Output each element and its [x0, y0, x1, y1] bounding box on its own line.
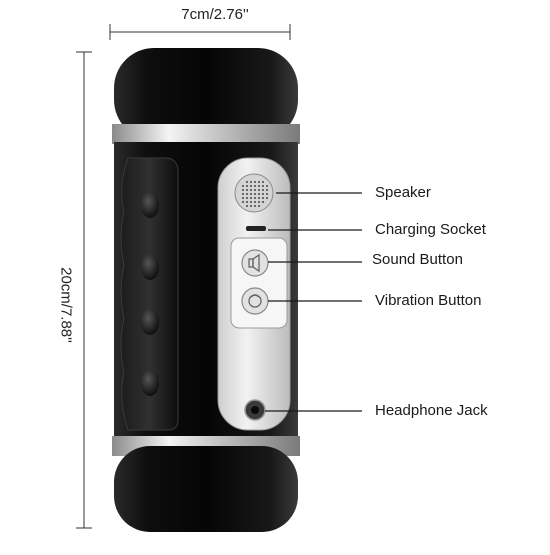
grille-dot	[250, 201, 252, 203]
width-dimension-line	[109, 24, 291, 40]
grille-dot	[258, 185, 260, 187]
grille-dot	[266, 193, 268, 195]
grille-dot	[258, 205, 260, 207]
grille-dot	[250, 185, 252, 187]
grip-knob	[141, 254, 159, 280]
grille-dot	[242, 185, 244, 187]
grille-dot	[246, 201, 248, 203]
grille-dot	[250, 193, 252, 195]
grille-dot	[242, 201, 244, 203]
grille-dot	[254, 189, 256, 191]
grille-dot	[246, 185, 248, 187]
grille-dot	[258, 201, 260, 203]
grip	[120, 157, 179, 431]
grille-dot	[246, 193, 248, 195]
grip-knob	[141, 309, 159, 335]
height-dimension-line	[76, 51, 92, 529]
grille-dot	[262, 181, 264, 183]
grille-dot	[254, 205, 256, 207]
grille-dot	[246, 189, 248, 191]
speaker-icon	[248, 253, 260, 273]
grille-dot	[250, 181, 252, 183]
height-dimension-label: 20cm/7.88''	[57, 267, 75, 343]
grille-dot	[250, 189, 252, 191]
sound-button-label: Sound Button	[372, 251, 463, 268]
grille-dot	[254, 185, 256, 187]
grille-dot	[246, 181, 248, 183]
width-dimension-label: 7cm/2.76''	[181, 6, 249, 23]
top-chrome-ring	[112, 124, 300, 144]
grille-dot	[250, 197, 252, 199]
grille-dot	[258, 181, 260, 183]
grille-dot	[266, 185, 268, 187]
headphone-jack	[244, 399, 266, 421]
speaker-label: Speaker	[375, 184, 431, 201]
speaker-grille	[234, 173, 274, 213]
sound-button[interactable]	[241, 249, 269, 277]
vibration-icon	[248, 294, 262, 308]
grille-dot	[242, 197, 244, 199]
grille-dot	[266, 189, 268, 191]
grille-dot	[254, 201, 256, 203]
grille-dot	[258, 189, 260, 191]
vibration-button-label: Vibration Button	[375, 292, 482, 309]
grille-dot	[262, 197, 264, 199]
grille-dot	[258, 197, 260, 199]
grille-dot	[254, 193, 256, 195]
charging-socket	[246, 226, 266, 231]
grille-dot	[250, 205, 252, 207]
headphone-jack-label: Headphone Jack	[375, 402, 488, 419]
vibration-button[interactable]	[241, 287, 269, 315]
grille-dot	[262, 189, 264, 191]
grille-dot	[262, 185, 264, 187]
grille-dot	[258, 193, 260, 195]
bottom-cap	[114, 446, 298, 532]
grip-knob	[141, 192, 159, 218]
grille-dot	[266, 197, 268, 199]
grille-dot	[254, 197, 256, 199]
top-cap	[114, 48, 298, 140]
grille-dot	[242, 193, 244, 195]
grille-dot	[246, 205, 248, 207]
grille-dot	[246, 197, 248, 199]
grille-dot	[254, 181, 256, 183]
callout-lines	[265, 192, 362, 412]
grille-dot	[262, 201, 264, 203]
charging-socket-label: Charging Socket	[375, 221, 486, 238]
grille-dot	[242, 189, 244, 191]
grip-knob	[141, 370, 159, 396]
grille-dot	[262, 193, 264, 195]
